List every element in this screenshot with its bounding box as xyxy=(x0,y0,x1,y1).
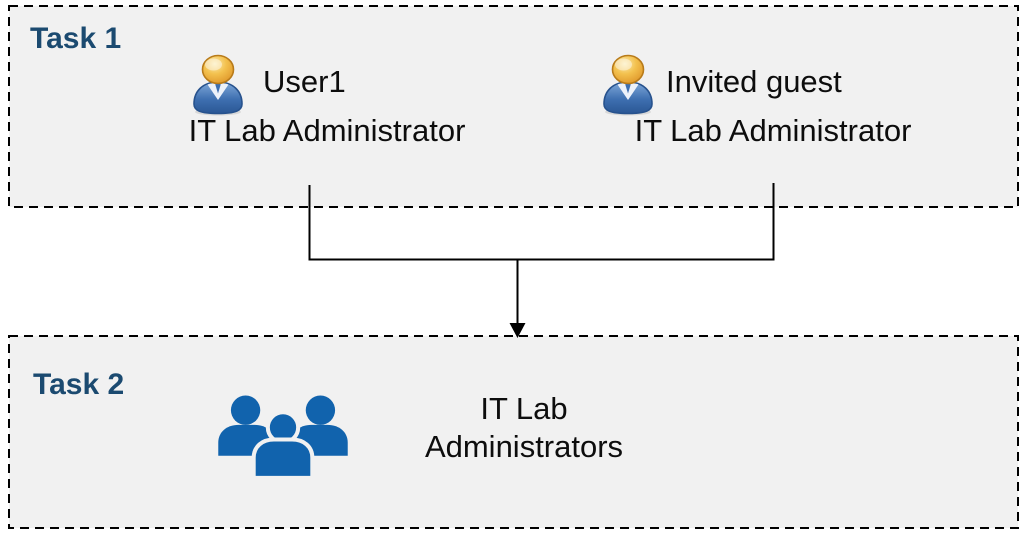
member-role-invited-guest: IT Lab Administrator xyxy=(634,113,912,148)
group-icon xyxy=(214,393,352,482)
merge-connector-line xyxy=(308,183,775,261)
member-name-invited-guest: Invited guest xyxy=(666,64,842,99)
task1-label: Task 1 xyxy=(30,22,122,55)
member-role-user1: IT Lab Administrator xyxy=(188,113,466,148)
group-name: IT Lab Administrators xyxy=(424,391,624,464)
arrowhead-icon xyxy=(509,323,526,338)
task2-label: Task 2 xyxy=(33,368,125,401)
person-icon xyxy=(596,53,660,117)
task1-box xyxy=(8,5,1019,208)
member-name-user1: User1 xyxy=(263,64,346,99)
person-icon xyxy=(186,53,250,117)
task2-box xyxy=(8,335,1019,529)
